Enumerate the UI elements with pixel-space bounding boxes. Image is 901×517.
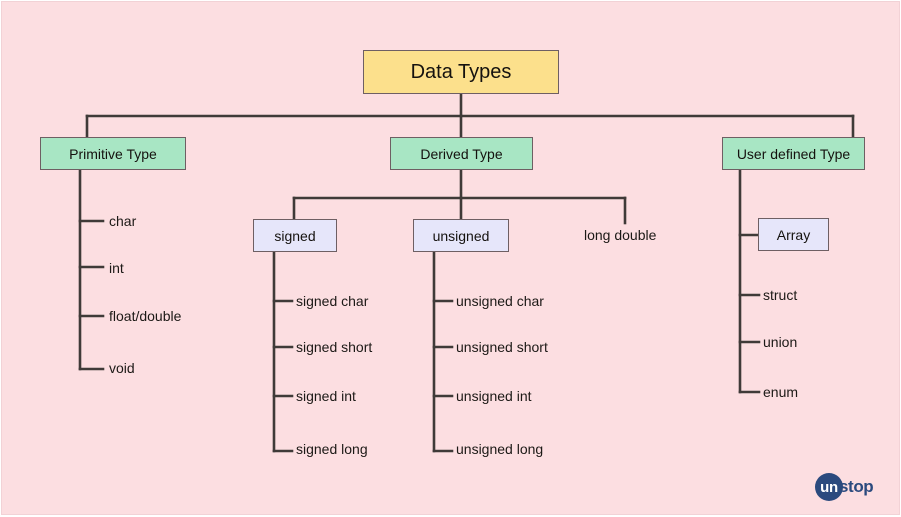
node-label: User defined Type	[736, 145, 851, 162]
node-signed[interactable]: signed	[253, 219, 337, 252]
node-long-double: long double	[584, 227, 657, 243]
leaf-signed-char: signed char	[296, 293, 369, 309]
leaf-unsigned-long: unsigned long	[456, 441, 544, 457]
node-label: Derived Type	[420, 145, 503, 162]
leaf-void: void	[109, 360, 135, 376]
leaf-enum: enum	[763, 384, 799, 400]
node-label: Primitive Type	[69, 145, 157, 162]
leaf-float-double: float/double	[109, 308, 182, 324]
node-primitive-type[interactable]: Primitive Type	[40, 137, 186, 170]
node-user-defined-type[interactable]: User defined Type	[722, 137, 865, 170]
leaf-union: union	[763, 334, 798, 350]
node-label: Array	[776, 226, 811, 243]
leaf-int: int	[109, 260, 124, 276]
logo-wordmark: stop	[839, 477, 874, 496]
node-array[interactable]: Array	[758, 218, 829, 251]
node-derived-type[interactable]: Derived Type	[390, 137, 533, 170]
node-label: signed	[274, 227, 316, 244]
node-data-types[interactable]: Data Types	[363, 50, 559, 94]
leaf-unsigned-int: unsigned int	[456, 388, 532, 404]
logo-circle: un	[815, 473, 843, 501]
leaf-signed-short: signed short	[296, 339, 373, 355]
node-label: Data Types	[410, 61, 512, 83]
logo-circle-text: un	[820, 479, 838, 496]
unstop-logo: un stop	[815, 472, 891, 502]
leaf-signed-int: signed int	[296, 388, 356, 404]
node-unsigned[interactable]: unsigned	[413, 219, 509, 252]
leaf-char: char	[109, 213, 137, 229]
node-label: unsigned	[432, 227, 490, 244]
leaf-struct: struct	[763, 287, 798, 303]
leaf-unsigned-char: unsigned char	[456, 293, 544, 309]
leaf-signed-long: signed long	[296, 441, 368, 457]
leaf-unsigned-short: unsigned short	[456, 339, 548, 355]
